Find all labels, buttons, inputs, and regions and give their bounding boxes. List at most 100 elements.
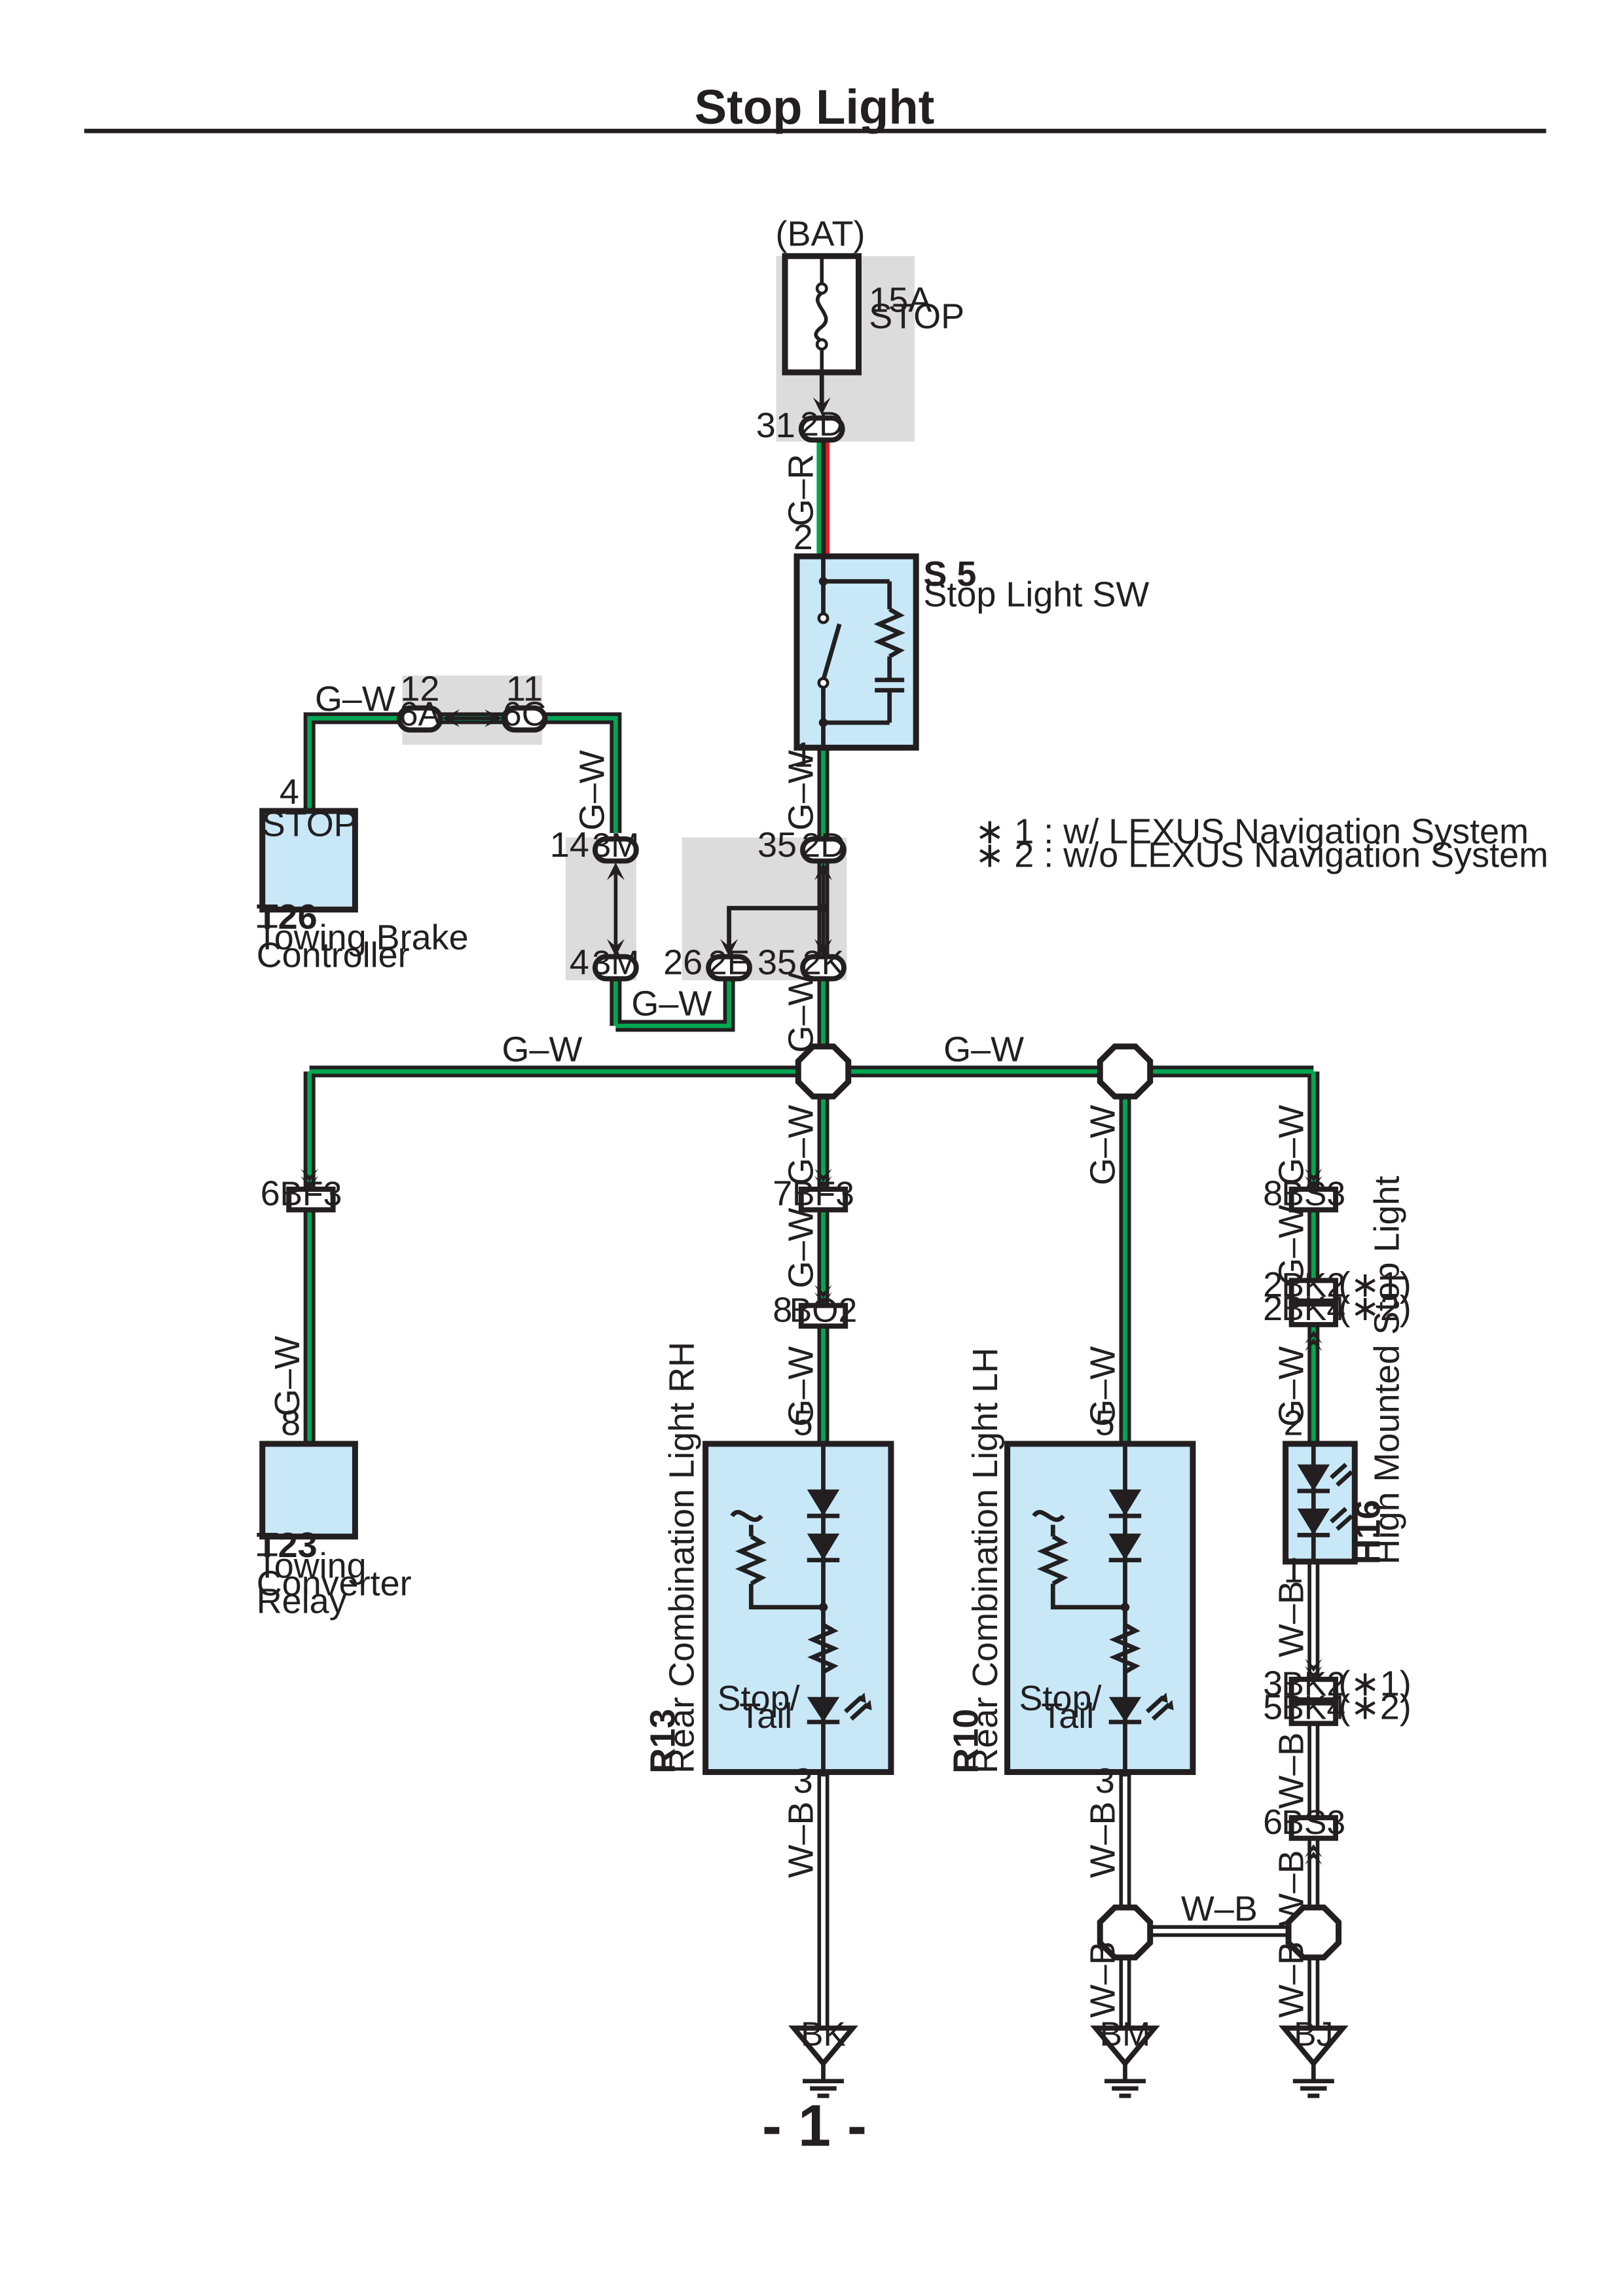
towing-converter-relay [259,1441,358,1540]
svg-text:3: 3 [1263,1664,1283,1704]
svg-text:2: 2 [1263,1265,1283,1304]
svg-text:W–B: W–B [1272,1581,1311,1657]
svg-text:11: 11 [506,669,543,708]
svg-text:G–W: G–W [268,1336,307,1416]
svg-text:6: 6 [1263,1803,1283,1842]
svg-text:1: 1 [793,736,813,775]
svg-text:G–W: G–W [1084,1346,1123,1427]
splice-point-right [1097,1043,1154,1100]
splice-point-main [795,1043,852,1100]
connector-bk4-top [1288,1301,1338,1327]
arrow-down-icon [1304,1659,1322,1672]
svg-text:35: 35 [757,943,797,982]
note-star2: ∗ 2 : w/o LEXUS Navigation System [975,835,1548,874]
arrow-up-icon [606,862,625,880]
connector-2d-mid [800,836,847,864]
h16-code: H16 [1349,1499,1388,1564]
ground-bk-label: BK [801,2015,846,2053]
svg-text:(∗1): (∗1) [1339,1664,1412,1704]
svg-text:2D: 2D [800,405,843,443]
t23-code: T23 [257,1526,318,1565]
splice-point-ground-left [1097,1904,1154,1961]
h16-led-icon [1297,1443,1354,1562]
svg-text:6C: 6C [503,695,546,733]
svg-text:G–W: G–W [782,1208,821,1288]
arrow-right-icon [484,709,503,727]
ground-bm [1090,2025,1160,2098]
svg-text:BO2: BO2 [790,1291,858,1329]
svg-text:G–W: G–W [315,679,395,719]
s5-name: Stop Light SW [923,575,1149,614]
svg-text:BS3: BS3 [1281,1175,1345,1213]
t26-code: T26 [257,897,318,937]
arrow-left-icon [442,709,460,727]
svg-text:Stop/: Stop/ [1019,1679,1102,1718]
svg-text:12: 12 [400,669,439,708]
connector-2k [800,954,847,982]
arrow-down-icon [720,939,739,957]
svg-text:Tail: Tail [739,1696,792,1736]
connector-2d-top [798,415,845,443]
svg-text:G–W: G–W [502,1030,583,1069]
connector-bk4-bottom [1288,1700,1338,1727]
connector-3m-top [593,836,639,864]
svg-text:BK4: BK4 [1281,1689,1345,1727]
svg-text:Towing: Towing [257,1547,367,1586]
wire-label-gr: G–R [782,454,821,526]
h16-name: High Mounted Stop Light [1368,1175,1407,1564]
s5-code: S 5 [923,554,976,594]
note-star1: ∗ 1 : w/ LEXUS Navigation System [975,812,1529,852]
svg-text:G–W: G–W [782,1105,821,1185]
arrow-down-icon [606,939,625,957]
svg-text:G–W: G–W [1272,1346,1311,1427]
svg-text:3: 3 [793,1761,813,1801]
connector-3m-bottom [593,954,639,982]
svg-text:8: 8 [1263,1174,1283,1213]
connector-bk2-top [1288,1278,1338,1304]
svg-text:BK4: BK4 [1281,1289,1345,1327]
svg-text:(∗2): (∗2) [1339,1289,1412,1328]
switch-icon [817,556,905,748]
r13-lamp-circuit [730,1443,872,1777]
svg-text:4: 4 [280,772,299,812]
svg-text:Converter: Converter [257,1564,412,1604]
svg-text:BF3: BF3 [792,1175,854,1213]
bat-source-label: (BAT) [776,215,866,254]
svg-text:35: 35 [757,825,797,865]
arrow-down-icon [814,1285,832,1299]
ground-bm-label: BM [1100,2015,1151,2053]
svg-text:4: 4 [570,943,589,982]
svg-text:8: 8 [281,1404,301,1443]
svg-text:1: 1 [1284,1551,1304,1590]
svg-text:2: 2 [1263,1289,1283,1328]
connector-bs3-top [1288,1187,1338,1213]
svg-text:5: 5 [1263,1688,1283,1727]
svg-text:Towing Brake: Towing Brake [257,918,469,957]
svg-text:26: 26 [663,943,702,982]
svg-text:G–W: G–W [782,1346,821,1427]
splice-point-ground-right [1285,1904,1342,1961]
svg-text:(∗1): (∗1) [1339,1265,1412,1304]
connector-2e [706,954,752,982]
svg-text:G–W: G–W [1272,1205,1311,1285]
svg-text:W–B: W–B [1084,1801,1123,1878]
svg-text:W–B: W–B [1181,1890,1258,1929]
connector-6c [501,705,548,733]
svg-text:G–W: G–W [1084,1105,1123,1185]
svg-text:BF3: BF3 [280,1175,342,1213]
connector-bo2 [798,1302,848,1329]
page-title: Stop Light [695,80,935,134]
svg-text:6: 6 [261,1174,280,1213]
svg-text:BK2: BK2 [1281,1665,1345,1703]
svg-text:5: 5 [793,1404,813,1443]
svg-text:2: 2 [1284,1404,1304,1443]
svg-text:2E: 2E [708,944,750,982]
svg-text:31: 31 [756,406,795,445]
svg-text:W–B: W–B [1084,1941,1123,2018]
svg-text:BK2: BK2 [1281,1266,1345,1304]
r13-code: R13 [643,1709,682,1774]
arrow-up-icon [1304,1844,1322,1857]
connector-6a [396,705,443,733]
ground-bj [1278,2025,1349,2098]
svg-text:Controller: Controller [257,935,410,975]
